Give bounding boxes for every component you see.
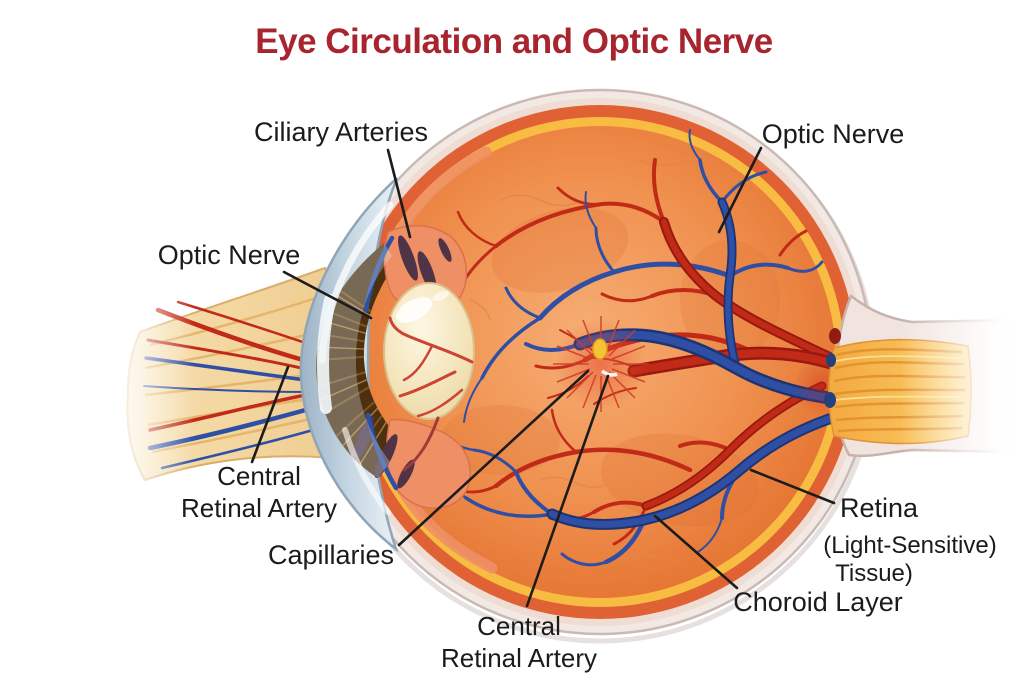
right-fade: [900, 230, 1024, 495]
lens: [383, 282, 475, 472]
leader-line-central-retinal-artery-bottom: [525, 374, 610, 608]
label-retina-sub1: (Light-Sensitive): [823, 531, 997, 559]
cut-artery: [829, 328, 841, 344]
lens-vessels: [388, 316, 474, 472]
cut-vein: [826, 353, 836, 367]
label-choroid-layer: Choroid Layer: [733, 587, 903, 618]
label-retina-sub2: Tissue): [835, 559, 913, 587]
leader-line-choroid-layer: [653, 514, 739, 590]
label-ciliary-arteries: Ciliary Arteries: [253, 117, 429, 148]
macula: [553, 316, 649, 412]
fovea-spot: [592, 338, 608, 360]
leader-line-central-retinal-artery-left: [250, 365, 290, 464]
left-fade: [95, 280, 195, 495]
leader-lines: [250, 146, 836, 608]
label-line: Retinal Artery: [180, 493, 338, 523]
label-optic-nerve-left: Optic Nerve: [157, 240, 301, 271]
label-central-retinal-artery-left: Central Retinal Artery: [181, 460, 337, 524]
leader-line-ciliary-arteries: [386, 148, 412, 239]
label-line: Central: [477, 611, 561, 641]
leader-line-retina: [749, 468, 836, 505]
diagram-title: Eye Circulation and Optic Nerve: [255, 22, 773, 61]
label-line: Central: [217, 461, 301, 491]
anterior-vein: [365, 412, 399, 491]
label-optic-nerve-right: Optic Nerve: [761, 119, 905, 150]
cornea-sheen: [316, 201, 394, 515]
leader-line-optic-nerve-right: [717, 146, 763, 234]
anterior-vein: [363, 235, 395, 313]
leader-line-capillaries: [397, 369, 590, 547]
label-retina: Retina: [839, 493, 919, 524]
label-capillaries: Capillaries: [267, 540, 395, 571]
label-line: Retinal Artery: [440, 643, 598, 673]
leader-line-optic-nerve-left: [282, 270, 373, 320]
label-central-retinal-artery-bottom: Central Retinal Artery: [441, 610, 597, 674]
cut-vein: [824, 392, 836, 408]
